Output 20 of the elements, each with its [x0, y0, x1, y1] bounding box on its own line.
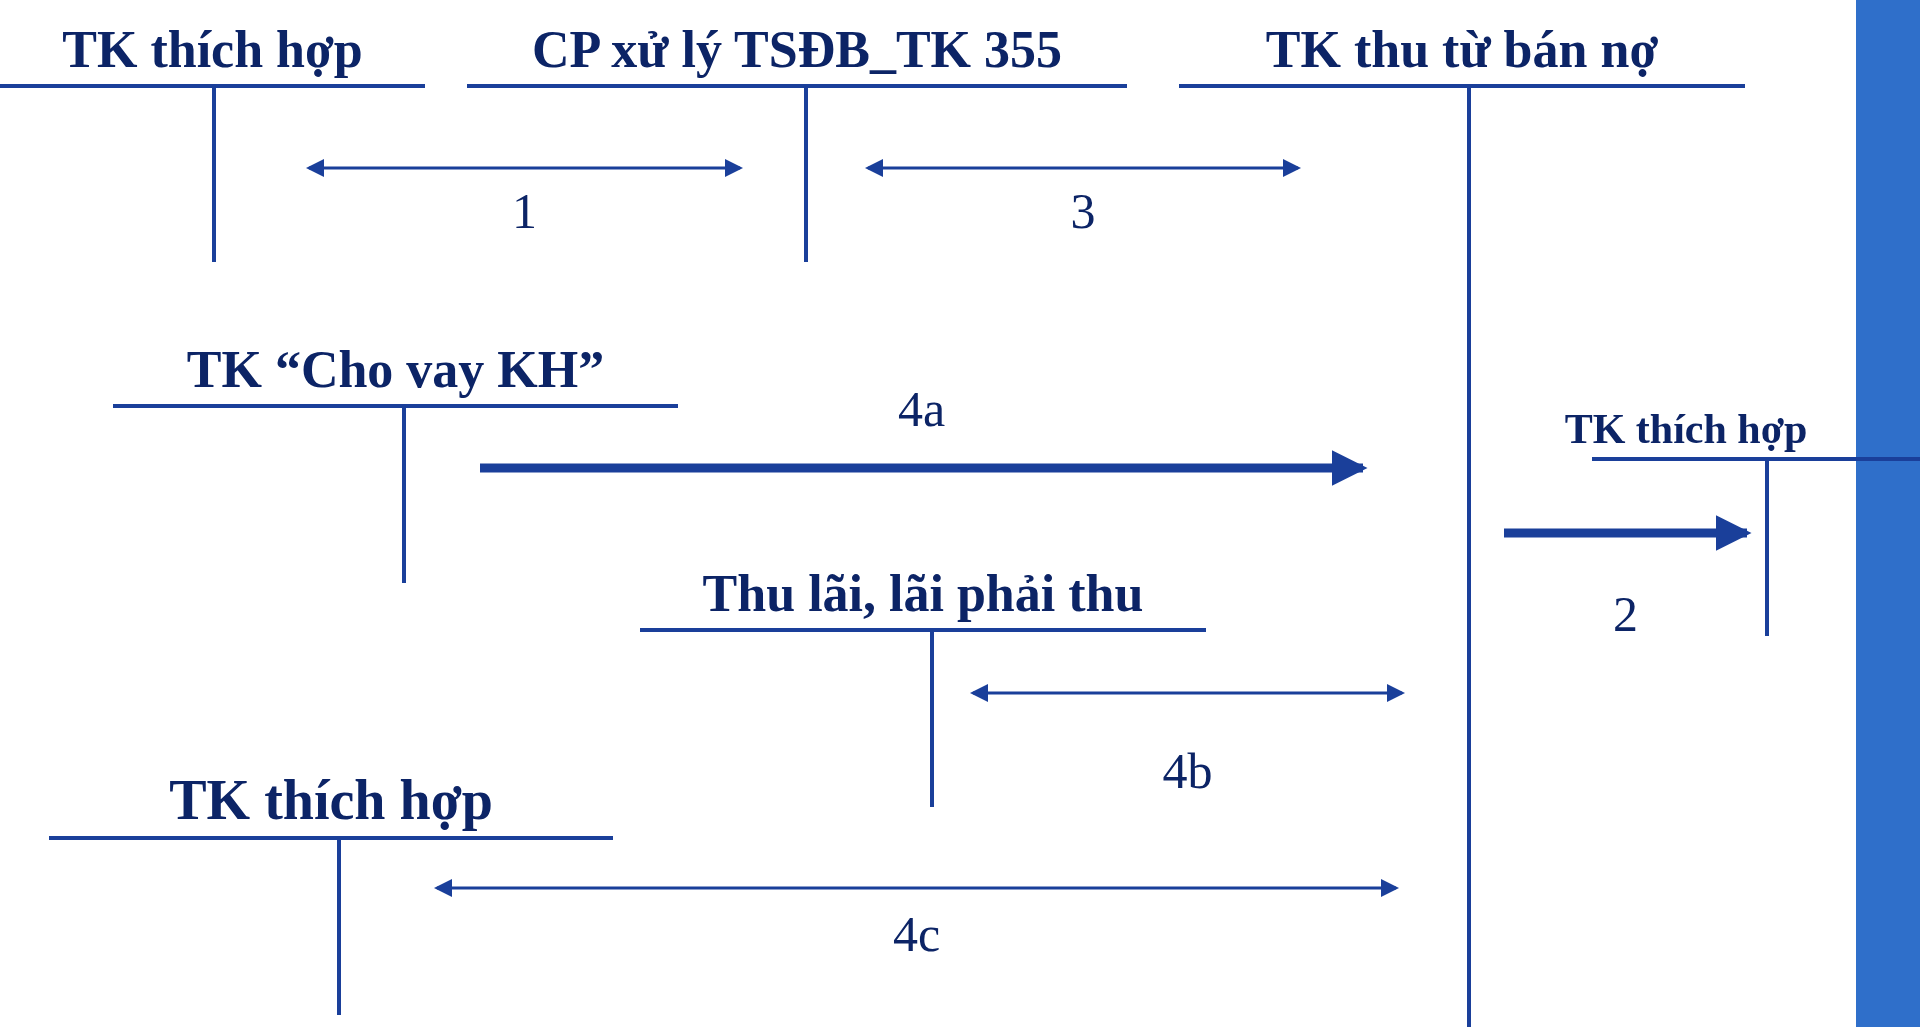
edge-label: 4c: [892, 905, 941, 963]
account-title: TK thích hợp: [61, 23, 364, 78]
edge-label: 2: [1613, 585, 1638, 643]
arrow: [480, 450, 1368, 486]
arrow: [434, 879, 1399, 897]
account-title: TK “Cho vay KH”: [185, 343, 606, 398]
side-bar: [1856, 0, 1920, 1027]
account-title: TK thích hợp: [168, 771, 494, 830]
account-title: Thu lãi, lãi phải thu: [701, 567, 1145, 622]
edge-label: 3: [1070, 182, 1096, 240]
arrow: [865, 159, 1301, 177]
account-title: TK thu từ bán nợ: [1264, 23, 1660, 78]
edge-label: 4b: [1162, 742, 1213, 800]
edge-label: 4a: [897, 380, 946, 438]
arrow: [306, 159, 743, 177]
edge-label: 1: [512, 182, 537, 240]
account-title: CP xử lý TSĐB_TK 355: [530, 23, 1064, 78]
account-title: TK thích hợp: [1563, 406, 1809, 451]
arrow: [970, 684, 1405, 702]
arrow: [1504, 515, 1752, 551]
